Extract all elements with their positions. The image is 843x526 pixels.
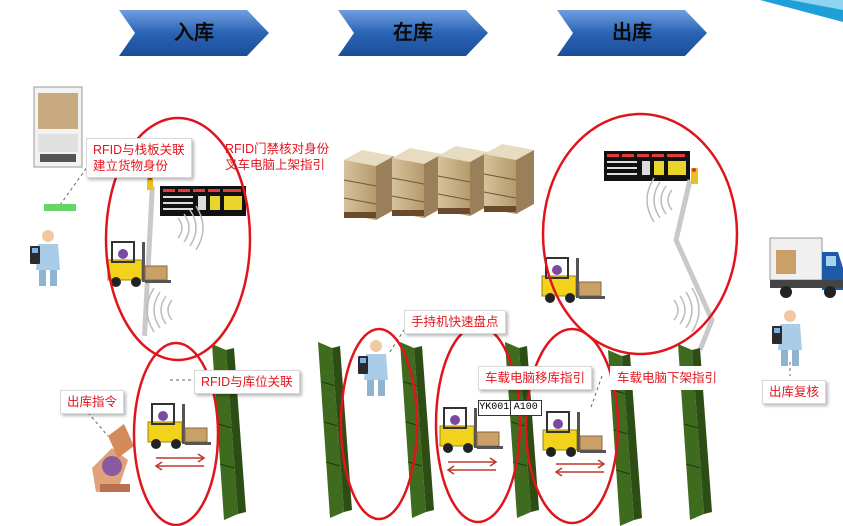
truck-icon	[769, 237, 843, 298]
callout-handheld-inventory: 手持机快速盘点	[404, 310, 506, 334]
callout-line: 建立货物身份	[93, 159, 169, 173]
handheld-worker-icon	[358, 340, 388, 396]
pallet-stack-icon	[483, 143, 535, 215]
rfid-wave-icon	[646, 177, 673, 223]
process-loop	[104, 112, 739, 526]
vehicle-terminal-icon: YK001 A100	[478, 400, 542, 416]
pallet-stack-icon	[391, 147, 443, 219]
rfid-wave-icon	[673, 287, 700, 333]
rfid-wave-icon	[146, 287, 173, 333]
tag-reader-icon	[44, 204, 76, 211]
rfid-tag-icon	[33, 86, 83, 168]
robot-arm-icon	[92, 424, 134, 492]
led-board-icon	[604, 151, 690, 181]
pallet-stack-icon	[343, 149, 395, 221]
rfid-gate-icon	[673, 168, 715, 351]
stage-inbound-label: 入库	[174, 22, 214, 44]
move-arrow-icon	[154, 453, 606, 477]
callout-rfid-location: RFID与库位关联	[194, 370, 300, 394]
callout-line: RFID门禁核对身份	[225, 142, 330, 156]
forklift-icon	[542, 411, 607, 458]
callout-vehicle-move: 车载电脑移库指引	[478, 366, 593, 390]
handheld-worker-icon	[772, 310, 802, 366]
forklift-icon	[147, 403, 212, 450]
callout-line: 叉车电脑上架指引	[225, 158, 326, 172]
callout-rfid-gate: RFID门禁核对身份 叉车电脑上架指引	[218, 137, 336, 177]
callout-vehicle-pick: 车载电脑下架指引	[610, 366, 725, 390]
callout-rfid-pallet: RFID与栈板关联 建立货物身份	[86, 138, 192, 178]
callout-outbound-check: 出库复核	[762, 380, 827, 404]
terminal-field-1: YK001	[479, 401, 511, 415]
stage-storage-label: 在库	[393, 22, 433, 44]
callout-outbound-order: 出库指令	[60, 390, 125, 414]
terminal-field-2: A100	[513, 402, 538, 413]
pallet-stack-icon	[437, 145, 489, 217]
forklift-icon	[107, 241, 172, 288]
handheld-worker-icon	[30, 230, 60, 286]
callout-connector	[59, 165, 89, 206]
stage-outbound-label: 出库	[612, 22, 652, 44]
callout-line: RFID与栈板关联	[93, 143, 185, 157]
led-board-icon	[160, 186, 246, 216]
